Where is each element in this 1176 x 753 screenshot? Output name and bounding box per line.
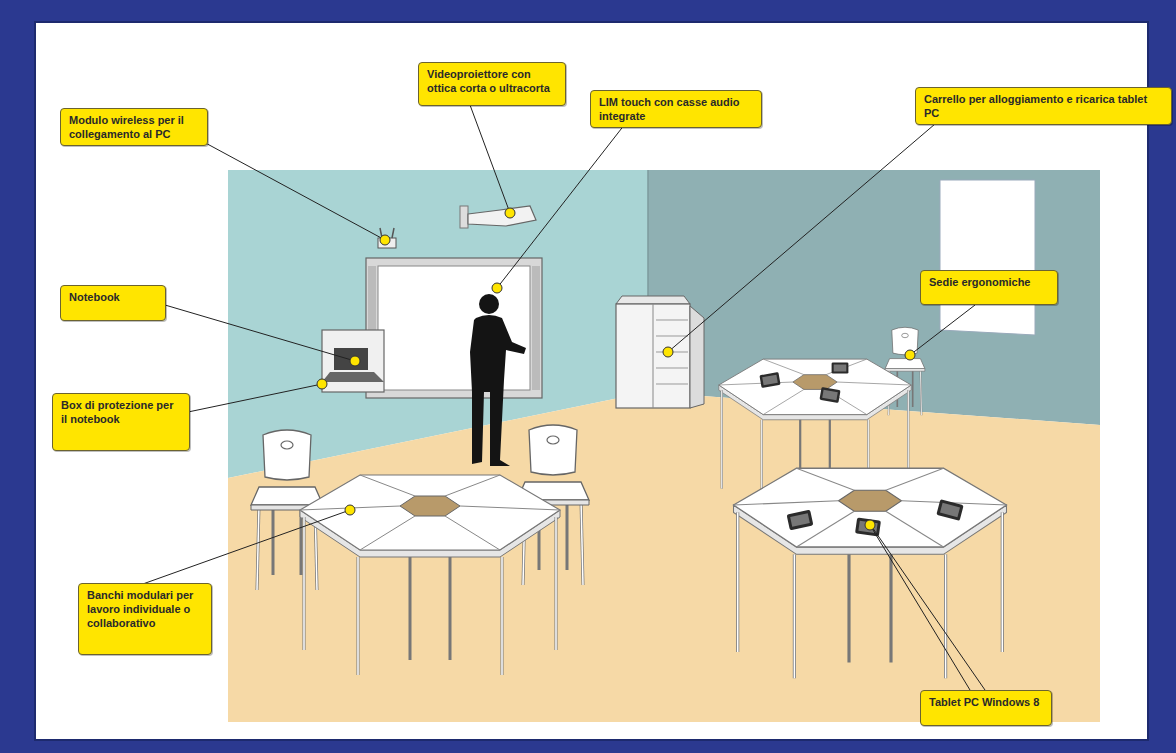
- desk-cluster: [300, 475, 560, 675]
- tablet: [819, 387, 840, 403]
- desk-cluster: [734, 468, 1007, 678]
- tablet: [936, 499, 963, 521]
- callout-box: LIM touch con casse audio integrate: [590, 90, 762, 128]
- cart-door-open: [690, 306, 704, 408]
- callout-box: Box di protezione per il notebook: [52, 393, 190, 451]
- cart-top: [616, 296, 690, 304]
- teacher-silhouette: [470, 294, 526, 466]
- antenna: [392, 228, 394, 238]
- callout-text: Modulo wireless per il collegamento al P…: [69, 113, 199, 141]
- tablet: [787, 510, 814, 531]
- projector: [468, 206, 536, 226]
- callout-box: Tablet PC Windows 8: [920, 690, 1052, 726]
- whiteboard-surface: [378, 266, 530, 390]
- projector-mount: [460, 206, 468, 228]
- callout-box: Carrello per alloggiamento e ricarica ta…: [915, 87, 1172, 125]
- tablet: [759, 372, 780, 388]
- cart-body: [616, 304, 690, 408]
- callout-box: Notebook: [60, 285, 166, 321]
- callout-box: Modulo wireless per il collegamento al P…: [60, 108, 208, 146]
- callout-text: Carrello per alloggiamento e ricarica ta…: [924, 92, 1163, 120]
- callout-text: Box di protezione per il notebook: [61, 398, 181, 426]
- notebook-box: [322, 330, 384, 392]
- floor: [228, 392, 1100, 722]
- window: [940, 180, 1035, 335]
- cart-door: [653, 304, 654, 408]
- callout-box: Sedie ergonomiche: [920, 270, 1058, 305]
- callout-text: Banchi modulari per lavoro individuale o…: [87, 588, 203, 630]
- inner-frame: [35, 22, 1148, 740]
- callout-box: Banchi modulari per lavoro individuale o…: [78, 583, 212, 655]
- cart-shelves: [656, 320, 688, 384]
- callout-box: Videoproiettore con ottica corta o ultra…: [418, 62, 566, 106]
- tablet: [832, 362, 849, 373]
- callout-text: Notebook: [69, 290, 157, 304]
- callout-text: Videoproiettore con ottica corta o ultra…: [427, 67, 557, 95]
- leader-dots: [317, 208, 915, 530]
- whiteboard-frame: [366, 258, 542, 398]
- notebook-screen: [334, 348, 368, 370]
- leader-lines: [140, 105, 985, 690]
- notebook-keyboard: [322, 372, 384, 382]
- callout-text: Tablet PC Windows 8: [929, 695, 1043, 709]
- callout-text: LIM touch con casse audio integrate: [599, 95, 753, 123]
- callout-text: Sedie ergonomiche: [929, 275, 1049, 289]
- speaker-right: [532, 266, 540, 390]
